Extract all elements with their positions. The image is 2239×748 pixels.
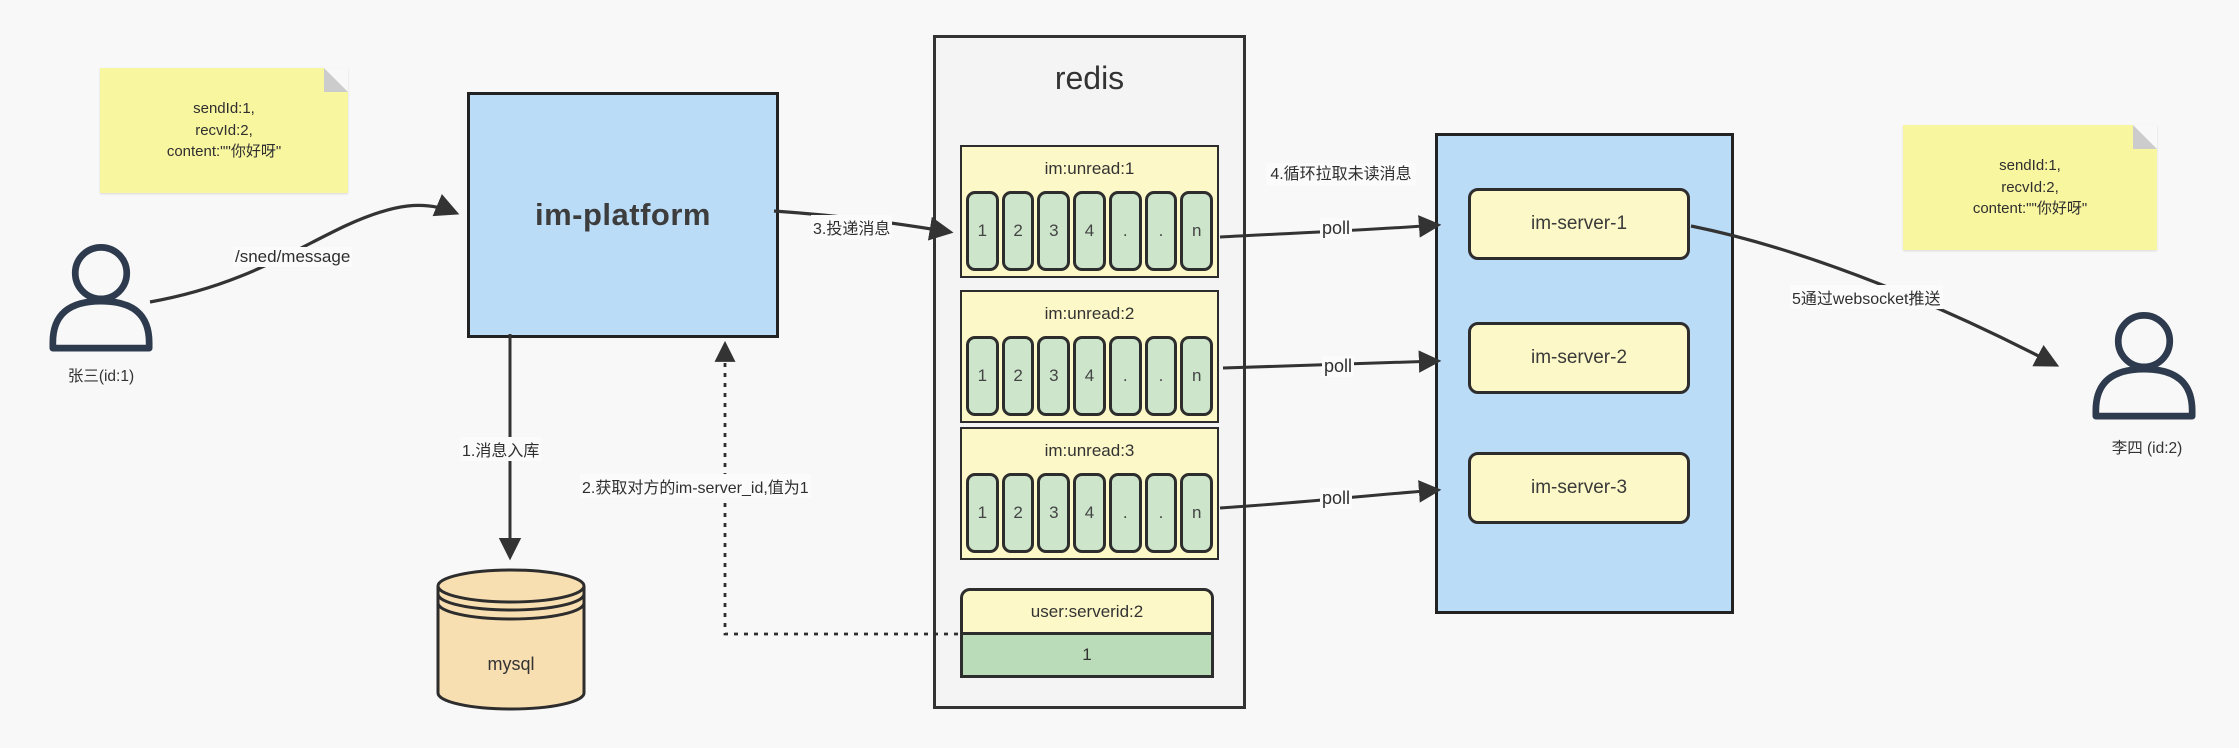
user-icon-receiver <box>2092 312 2196 420</box>
unread-queue-1: im:unread:1 1 2 3 4 . . n <box>960 145 1219 278</box>
message-note-right: sendId:1, recvId:2, content:""你好呀" <box>1903 125 2157 250</box>
queue-cell: . <box>1144 336 1178 416</box>
label-step1: 1.消息入库 <box>460 437 542 461</box>
queue-cell: . <box>1144 473 1178 553</box>
im-server-1-box: im-server-1 <box>1468 188 1690 260</box>
queue-cell: 4 <box>1073 191 1106 271</box>
unread-queue-2: im:unread:2 1 2 3 4 . . n <box>960 290 1219 423</box>
unread-queue-1-cells: 1 2 3 4 . . n <box>962 191 1217 271</box>
message-note-left-text: sendId:1, recvId:2, content:""你好呀" <box>166 99 282 161</box>
queue-cell: n <box>1180 191 1214 271</box>
queue-cell: . <box>1108 473 1142 553</box>
label-poll-3: poll <box>1320 488 1353 509</box>
user-serverid-value: 1 <box>960 635 1214 678</box>
label-step3: 3.投递消息 <box>811 215 893 239</box>
queue-cell: 1 <box>966 336 999 416</box>
mysql-database-icon: mysql <box>436 568 586 711</box>
unread-queue-2-header: im:unread:2 <box>1044 304 1135 323</box>
unread-queue-2-cells: 1 2 3 4 . . n <box>962 336 1217 416</box>
queue-cell: . <box>1108 336 1142 416</box>
message-note-left: sendId:1, recvId:2, content:""你好呀" <box>100 68 348 193</box>
unread-queue-3-header: im:unread:3 <box>1044 441 1135 460</box>
unread-queue-1-header: im:unread:1 <box>1044 159 1135 178</box>
queue-cell: 3 <box>1037 191 1071 271</box>
receiver-label: 李四 (id:2) <box>2111 440 2183 457</box>
sender-label: 张三(id:1) <box>67 368 135 385</box>
im-server-3-box: im-server-3 <box>1468 452 1690 524</box>
label-step5: 5通过websocket推送 <box>1790 285 1943 309</box>
im-server-2-box: im-server-2 <box>1468 322 1690 394</box>
queue-cell: 2 <box>1001 473 1035 553</box>
mysql-label: mysql <box>487 654 534 674</box>
label-poll-1: poll <box>1320 218 1353 239</box>
user-serverid-header: user:serverid:2 <box>960 588 1214 635</box>
message-note-right-text: sendId:1, recvId:2, content:""你好呀" <box>1972 156 2088 218</box>
queue-cell: n <box>1180 473 1214 553</box>
queue-cell: 2 <box>1001 191 1035 271</box>
user-serverid-mapping: user:serverid:2 1 <box>960 588 1214 678</box>
label-step2: 2.获取对方的im-server_id,值为1 <box>580 474 811 498</box>
unread-queue-3-cells: 1 2 3 4 . . n <box>962 473 1217 553</box>
queue-cell: 4 <box>1073 336 1106 416</box>
redis-title: redis <box>1054 60 1125 96</box>
queue-cell: 4 <box>1073 473 1106 553</box>
label-send-api: /sned/message <box>233 247 353 267</box>
queue-cell: 1 <box>966 473 999 553</box>
queue-cell: . <box>1108 191 1142 271</box>
user-icon-sender <box>49 244 153 352</box>
im-platform-box: im-platform <box>467 92 779 338</box>
im-platform-title: im-platform <box>535 197 711 232</box>
queue-cell: 2 <box>1001 336 1035 416</box>
label-step4: 4.循环拉取未读消息 <box>1266 163 1416 187</box>
queue-cell: . <box>1144 191 1178 271</box>
queue-cell: 1 <box>966 191 999 271</box>
queue-cell: 3 <box>1037 336 1071 416</box>
label-poll-2: poll <box>1322 356 1355 377</box>
queue-cell: n <box>1180 336 1214 416</box>
queue-cell: 3 <box>1037 473 1071 553</box>
unread-queue-3: im:unread:3 1 2 3 4 . . n <box>960 427 1219 560</box>
